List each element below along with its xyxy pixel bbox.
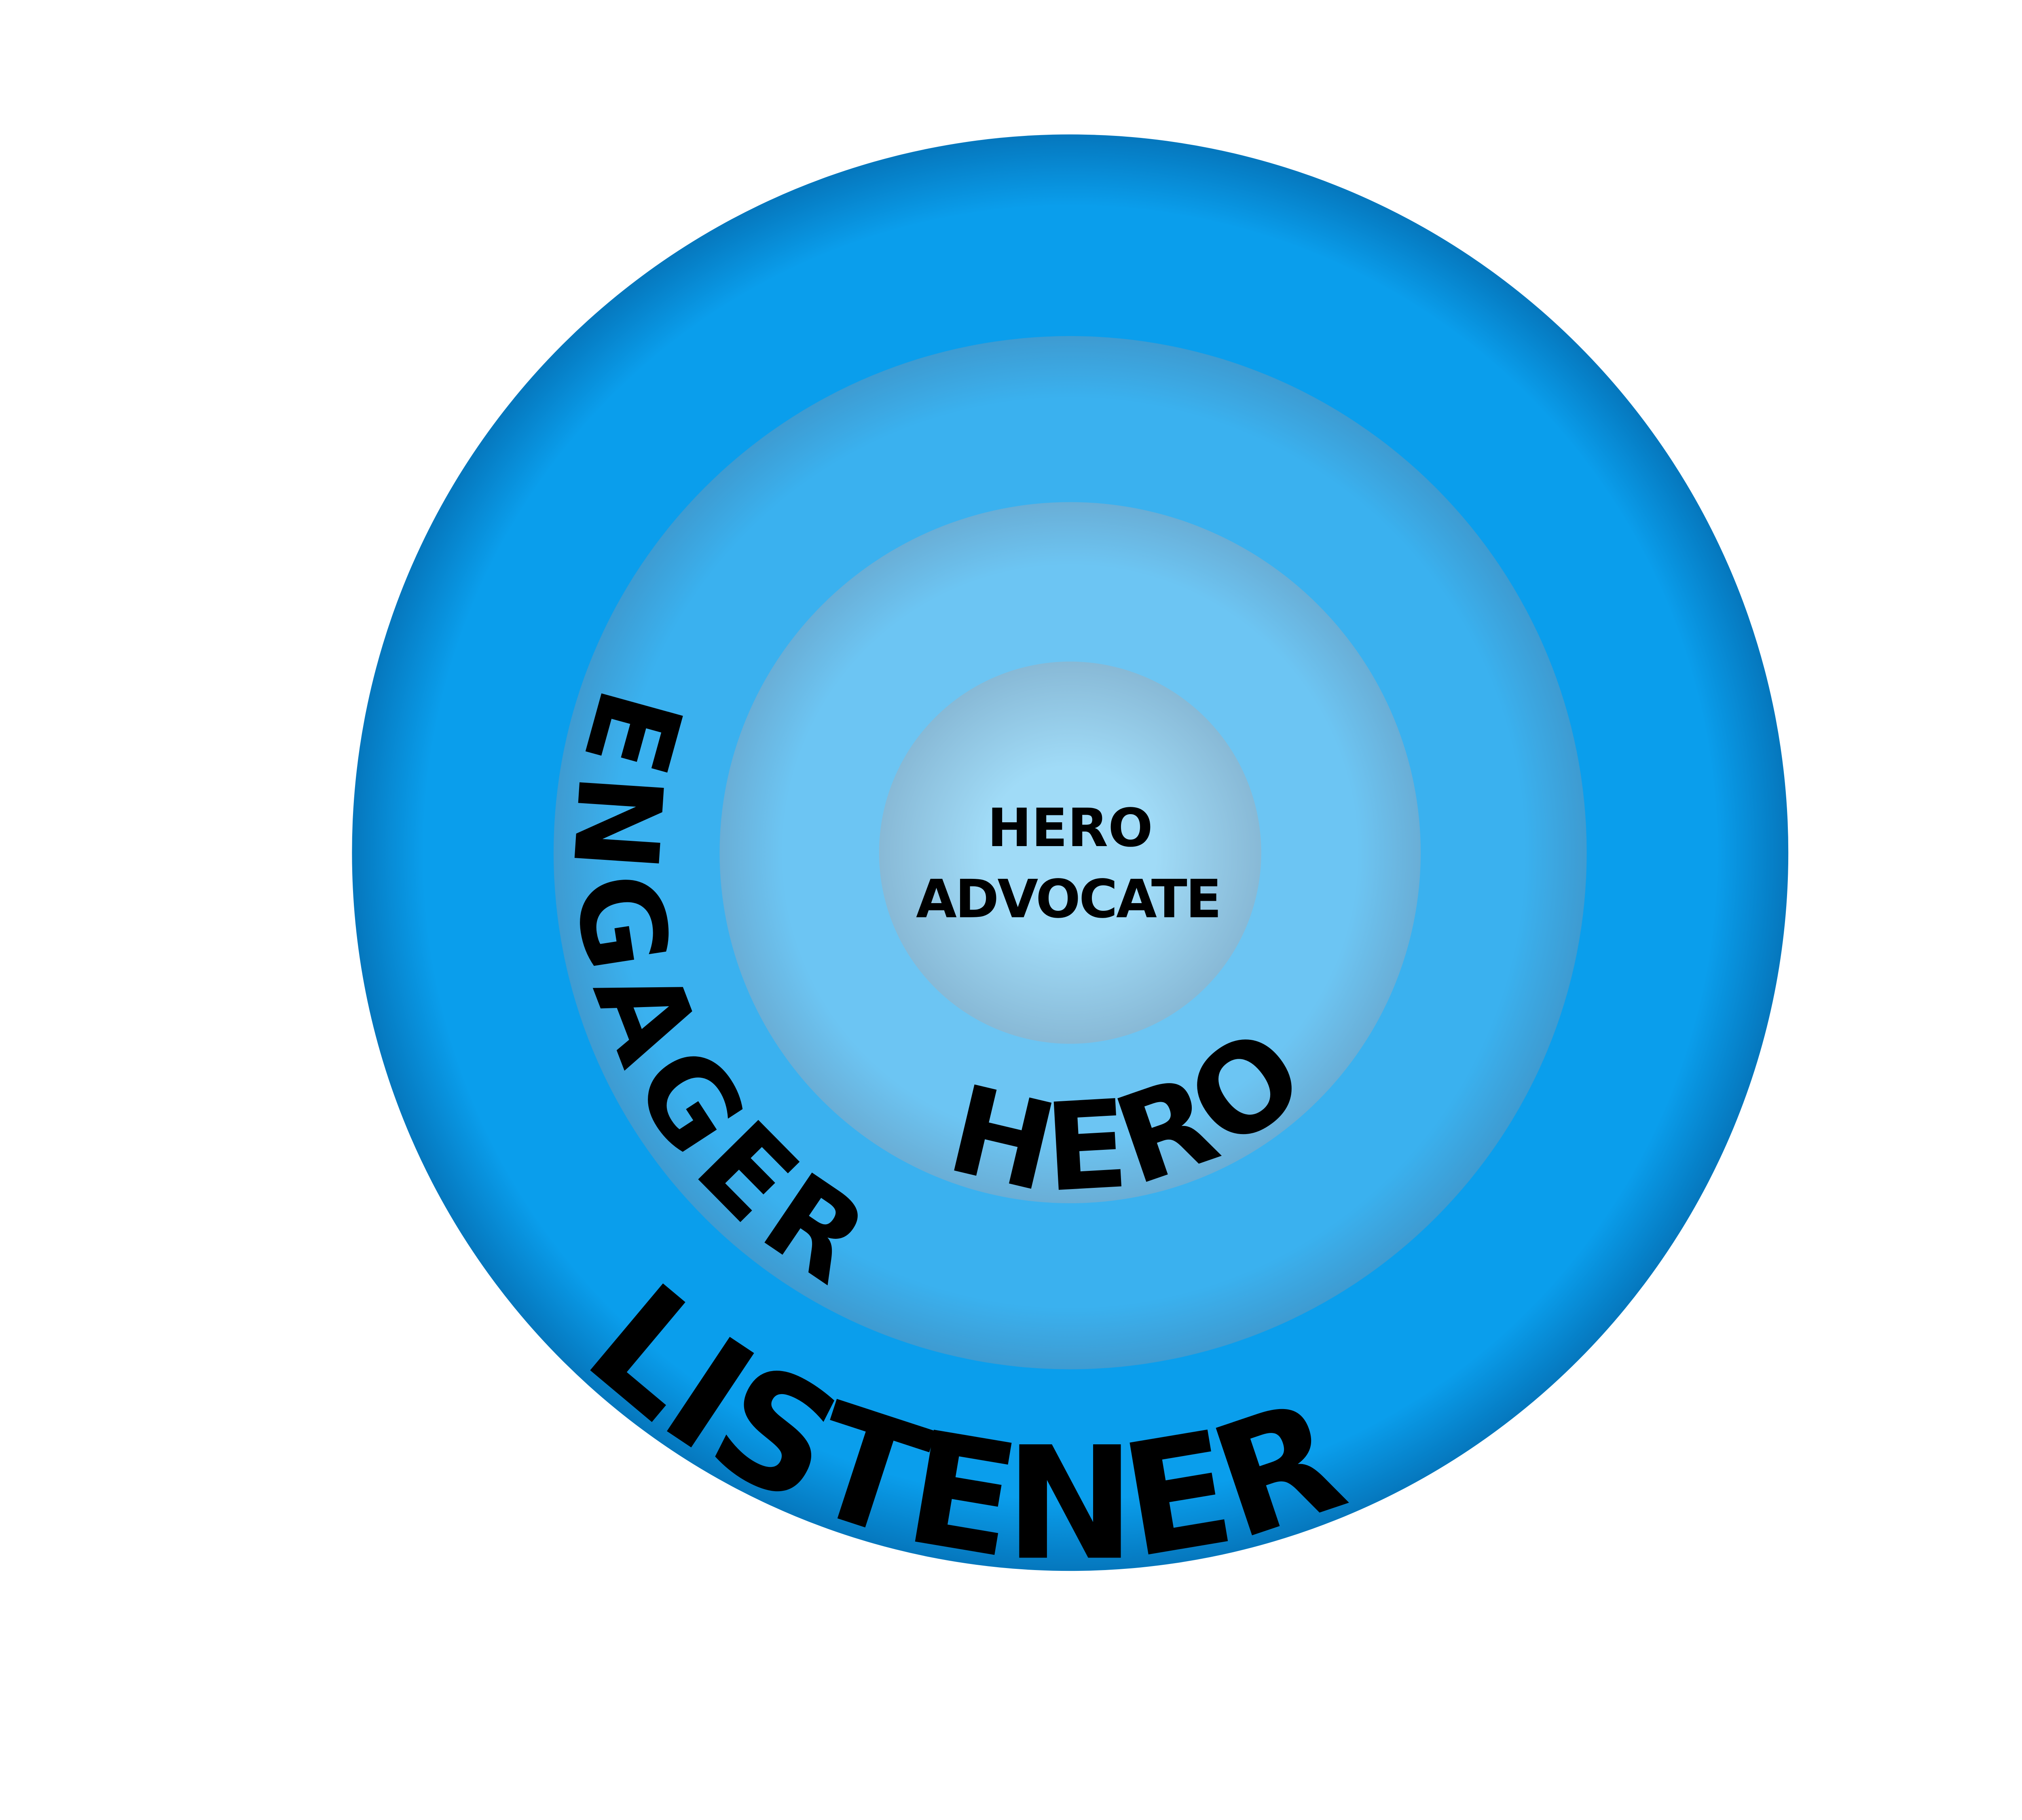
core-hero-advocate [879,661,1261,1044]
label-core-line2: ADVOCATE [916,868,1222,930]
label-core-line1: HERO [988,797,1153,859]
